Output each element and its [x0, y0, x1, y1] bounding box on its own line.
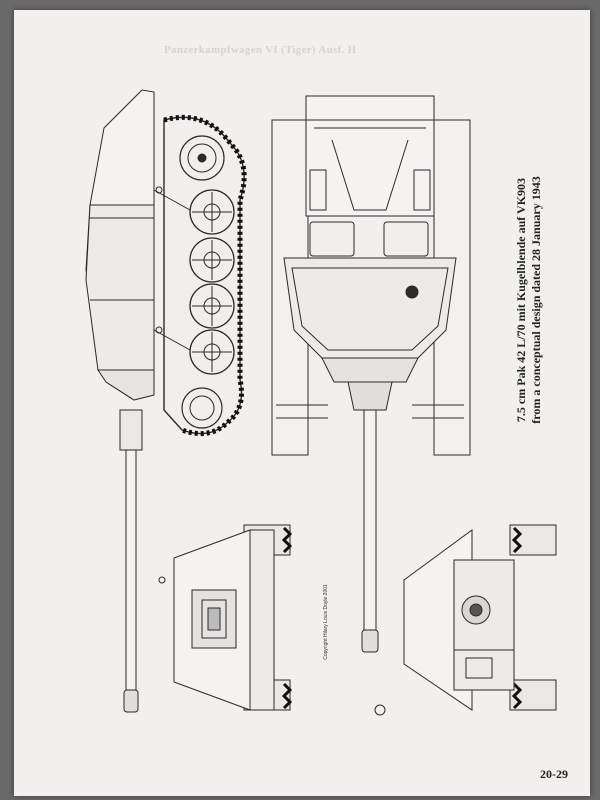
- page-number: 20-29: [540, 767, 568, 781]
- gun-mantlet: [119, 409, 143, 451]
- drive-sprocket: [179, 135, 225, 181]
- copyright-note: Copyright Hilary Louis Doyle 2001: [323, 584, 329, 660]
- hatch-left: [309, 221, 355, 257]
- front-glacis: [453, 559, 515, 691]
- book-page: Panzerkampfwagen VI (Tiger) Ausf. H: [14, 10, 590, 796]
- caption-line-1: 7.5 cm Pak 42 L/70 mit Kugelblende auf V…: [514, 177, 528, 423]
- track-outline: [163, 116, 245, 435]
- superstructure: [85, 204, 155, 371]
- figure-caption: 7.5 cm Pak 42 L/70 mit Kugelblende auf V…: [514, 150, 544, 450]
- road-wheels: [189, 189, 235, 375]
- technical-drawing: [85, 89, 557, 716]
- hatch-right: [383, 221, 429, 257]
- rear-view: [158, 524, 293, 711]
- muzzle: [123, 689, 139, 713]
- idler-wheel: [181, 387, 223, 429]
- faded-header: Panzerkampfwagen VI (Tiger) Ausf. H: [164, 44, 357, 56]
- top-view: [271, 95, 471, 653]
- fighting-compartment: [283, 257, 457, 359]
- caption-line-2: from a conceptual design dated 28 Januar…: [529, 176, 543, 424]
- superstructure-front: [97, 369, 155, 401]
- front-view: [374, 524, 557, 716]
- top-barrel: [363, 409, 377, 631]
- engine-deck: [305, 95, 435, 217]
- top-mantlet: [347, 381, 393, 411]
- side-view: [85, 89, 247, 713]
- front-plate: [321, 357, 419, 383]
- gun-barrel: [125, 449, 137, 691]
